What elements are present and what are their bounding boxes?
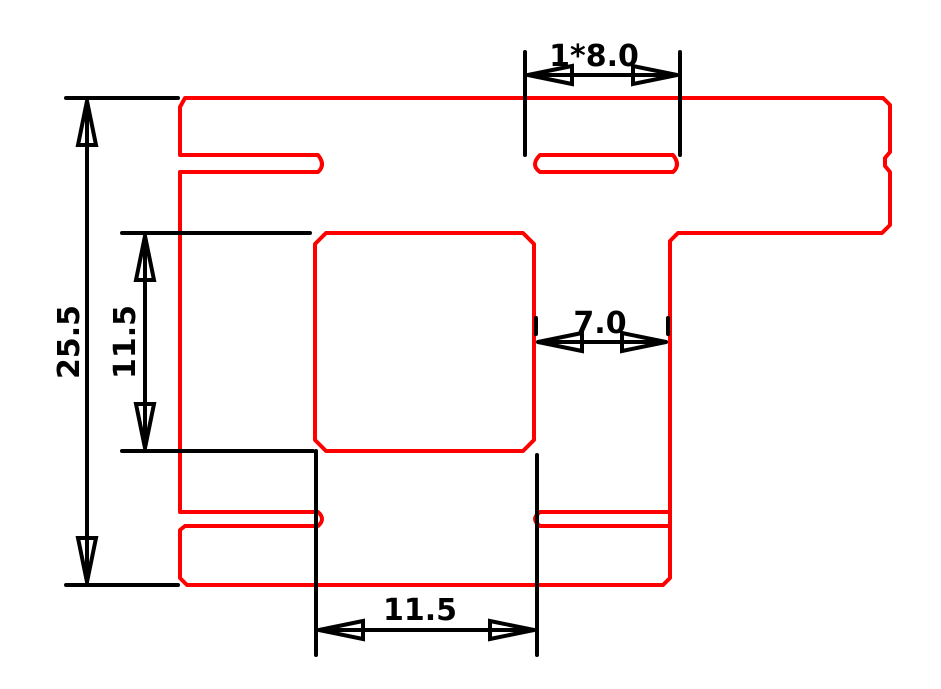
arrow-right xyxy=(631,63,678,87)
arrow-left xyxy=(318,618,365,642)
arrow-top xyxy=(75,100,99,147)
arrow-left xyxy=(527,63,574,87)
part-inner-slot-contour xyxy=(533,153,679,174)
part-outer-contour xyxy=(178,96,892,587)
arrow-left xyxy=(537,330,584,354)
dimension-window-height: 11.5 xyxy=(108,231,315,453)
dimension-overall-height: 25.5 xyxy=(52,96,180,587)
dimension-window-width: 11.5 xyxy=(314,449,539,657)
dimension-text-overall-height: 25.5 xyxy=(52,305,87,379)
arrow-bottom xyxy=(75,536,99,583)
dimension-text-window-width: 11.5 xyxy=(383,593,457,628)
dimension-text-window-height: 11.5 xyxy=(108,305,143,379)
arrow-right xyxy=(488,618,535,642)
arrow-right xyxy=(620,330,667,354)
part-lower-right-slot xyxy=(533,510,672,528)
dimension-top-slot: 1*8.0 xyxy=(523,39,682,157)
dimension-web-width: 7.0 xyxy=(534,306,670,354)
part-square-window xyxy=(313,231,536,453)
arrow-bottom xyxy=(133,402,157,449)
dimension-text-web-width: 7.0 xyxy=(573,306,626,341)
arrow-top xyxy=(133,235,157,282)
dimension-text-top-slot: 1*8.0 xyxy=(549,39,639,74)
